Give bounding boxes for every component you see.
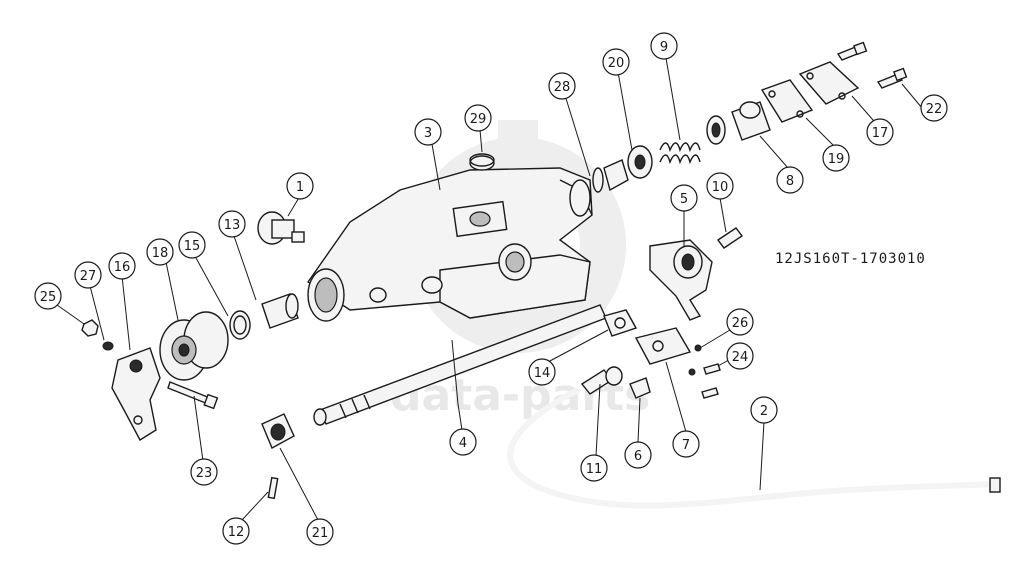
svg-text:15: 15 — [184, 239, 201, 254]
callout-18: 18 — [146, 238, 174, 266]
part-2-hose — [507, 387, 1001, 509]
svg-text:4: 4 — [459, 436, 467, 451]
svg-text:5: 5 — [680, 192, 688, 207]
part-5-bracket — [649, 239, 713, 321]
part-14-washer — [603, 309, 638, 337]
callout-13: 13 — [218, 210, 246, 238]
part-23-bolt — [167, 381, 219, 410]
part-11-fitting — [580, 366, 623, 395]
part-15-ring — [229, 310, 251, 340]
callout-14: 14 — [528, 358, 556, 386]
svg-text:18: 18 — [152, 246, 169, 261]
part-7-block — [634, 327, 692, 365]
callout-26: 26 — [726, 308, 754, 336]
callout-2: 2 — [750, 396, 778, 424]
svg-text:2: 2 — [760, 404, 768, 419]
callout-15: 15 — [178, 231, 206, 259]
callout-20: 20 — [602, 48, 630, 76]
callout-24: 24 — [726, 342, 754, 370]
part-29-ring — [469, 153, 495, 171]
callout-4: 4 — [449, 428, 477, 456]
callout-9: 9 — [650, 32, 678, 60]
part-6-elbow — [629, 377, 651, 399]
part-20-bush — [603, 145, 653, 192]
callout-25: 25 — [34, 282, 62, 310]
callout-6: 6 — [624, 441, 652, 469]
svg-text:13: 13 — [224, 218, 241, 233]
svg-text:10: 10 — [712, 180, 729, 195]
svg-text:29: 29 — [470, 112, 487, 127]
callout-17: 17 — [866, 118, 894, 146]
svg-text:6: 6 — [634, 449, 642, 464]
svg-text:12: 12 — [228, 525, 245, 540]
svg-text:8: 8 — [786, 174, 794, 189]
part-17-cover — [798, 61, 860, 105]
part-22-bolts — [836, 41, 908, 89]
leader-lines — [49, 57, 923, 521]
callout-3: 3 — [414, 118, 442, 146]
callout-5: 5 — [670, 184, 698, 212]
part-26-washer — [688, 344, 702, 376]
callout-16: 16 — [108, 252, 136, 280]
part-16-lever — [111, 347, 161, 441]
svg-text:17: 17 — [872, 126, 889, 141]
part-3-housing — [307, 167, 593, 322]
part-12-pin — [267, 476, 279, 500]
callout-12: 12 — [222, 517, 250, 545]
part-25-nut — [81, 319, 99, 337]
svg-text:23: 23 — [196, 466, 213, 481]
part-1-plug — [257, 211, 305, 245]
part-27-washer — [102, 341, 114, 351]
callout-8: 8 — [776, 166, 804, 194]
svg-text:25: 25 — [40, 290, 57, 305]
svg-text:11: 11 — [586, 462, 603, 477]
svg-text:28: 28 — [554, 80, 571, 95]
svg-text:1: 1 — [296, 180, 304, 195]
svg-text:7: 7 — [682, 438, 690, 453]
svg-text:22: 22 — [926, 102, 943, 117]
part-28-ring — [592, 167, 604, 193]
svg-text:3: 3 — [424, 126, 432, 141]
callout-7: 7 — [672, 430, 700, 458]
svg-text:24: 24 — [732, 350, 749, 365]
part-10-pin — [716, 227, 744, 249]
callout-19: 19 — [822, 144, 850, 172]
callout-21: 21 — [306, 518, 334, 546]
svg-text:19: 19 — [828, 152, 845, 167]
part-9-spring — [659, 115, 726, 165]
callout-23: 23 — [190, 458, 218, 486]
callout-22: 22 — [920, 94, 948, 122]
part-8-sleeve — [731, 101, 771, 141]
svg-text:21: 21 — [312, 526, 329, 541]
callout-29: 29 — [464, 104, 492, 132]
part-19-gasket — [760, 79, 814, 123]
callout-11: 11 — [580, 454, 608, 482]
callout-1: 1 — [286, 172, 314, 200]
callout-10: 10 — [706, 172, 734, 200]
part-21-clamp — [261, 413, 295, 449]
part-13-sleeve — [261, 293, 299, 329]
svg-text:20: 20 — [608, 56, 625, 71]
part-24-screws — [701, 363, 721, 399]
svg-text:16: 16 — [114, 260, 131, 275]
part-18-pulley — [159, 311, 229, 381]
callout-28: 28 — [548, 72, 576, 100]
svg-text:27: 27 — [80, 269, 97, 284]
drawing-number: 12JS160T-1703010 — [775, 251, 926, 267]
svg-text:9: 9 — [660, 40, 668, 55]
svg-text:14: 14 — [534, 366, 551, 381]
svg-text:26: 26 — [732, 316, 749, 331]
callout-27: 27 — [74, 261, 102, 289]
